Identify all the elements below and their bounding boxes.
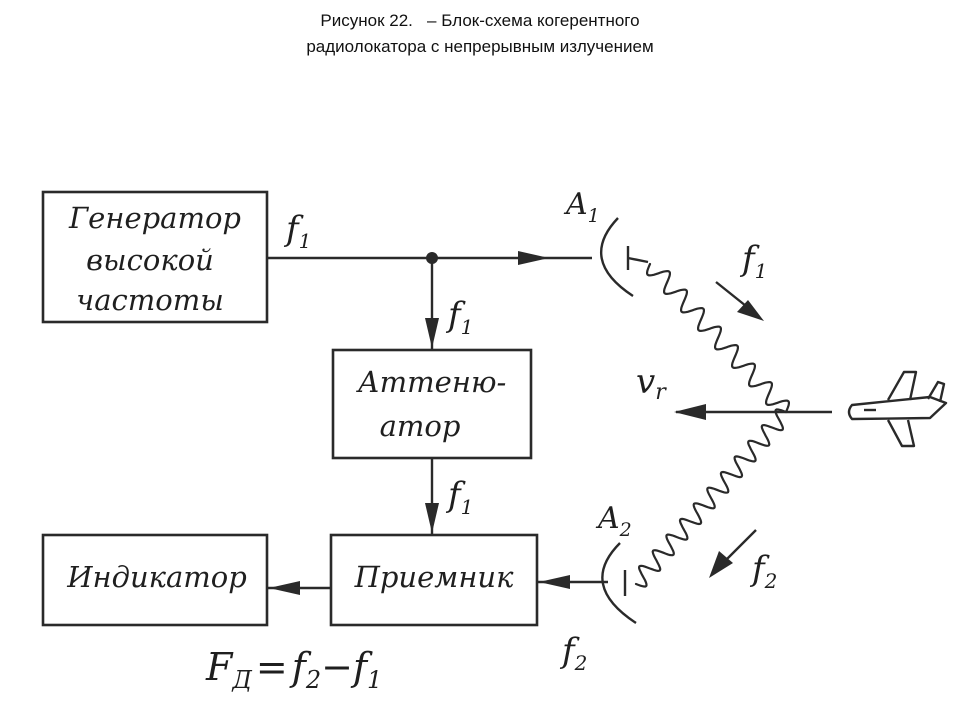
formula-minus: −: [321, 645, 353, 689]
generator-label-line-1: Генератор: [68, 201, 241, 235]
label-f1-generator-output: f1: [283, 209, 311, 253]
indicator-label: Индикатор: [66, 560, 247, 594]
arrow-to-attenuator: [425, 318, 439, 348]
wire-attenuator-to-receiver: [425, 458, 439, 535]
attenuator-label-line-2: атор: [380, 409, 461, 443]
attenuator-block: Аттеню- атор: [331, 348, 533, 460]
formula-F-sub: Д: [231, 666, 252, 694]
radial-velocity-arrow: [674, 404, 832, 420]
receiver-label: Приемник: [354, 560, 515, 594]
wire-junction-to-attenuator: [425, 258, 439, 350]
attenuator-label-line-1: Аттеню-: [356, 365, 507, 399]
formula-f1-sub: 1: [367, 666, 382, 694]
reflected-wave: [634, 408, 788, 588]
airplane-icon: [847, 370, 948, 448]
dish-antenna-icon: [600, 217, 649, 298]
label-antenna-a2: A2: [595, 501, 632, 541]
dish-antenna-icon: [601, 542, 637, 625]
formula-F: F: [205, 645, 234, 689]
doppler-formula: FД=f2−f1: [205, 645, 382, 694]
wire-antenna-to-receiver: [537, 575, 608, 589]
arrow-to-antenna: [518, 251, 549, 265]
receiver-box: [329, 533, 539, 627]
label-f1-to-attenuator: f1: [445, 295, 473, 339]
arrow-to-receiver: [425, 503, 439, 533]
caption-line-1: Рисунок 22. – Блок-схема когерентного: [320, 11, 640, 30]
label-f1-transmitted-wave: f1: [739, 239, 767, 283]
transmitted-wave: [646, 262, 790, 414]
generator-block: Генератор высокой частоты: [41, 190, 269, 324]
wave-f1-direction-arrow: [715, 281, 764, 321]
figure-caption: Рисунок 22. – Блок-схема когерентного ра…: [0, 8, 960, 60]
label-f1-to-receiver: f1: [445, 475, 473, 519]
label-f2-reflected-wave: f2: [749, 549, 777, 593]
arrow-antenna-to-receiver: [539, 575, 570, 589]
generator-label-line-3: частоты: [76, 283, 224, 317]
indicator-box: [41, 533, 269, 627]
arrow-to-indicator: [269, 581, 300, 595]
caption-line-2: радиолокатора с непрерывным излучением: [306, 37, 654, 56]
receiver-block: Приемник: [329, 533, 539, 627]
wire-receiver-to-indicator: [267, 581, 331, 595]
formula-f2-sub: 2: [305, 666, 321, 694]
indicator-block: Индикатор: [41, 533, 269, 627]
formula-eq: =: [256, 645, 288, 689]
wave-f2-direction-arrow: [709, 529, 757, 578]
generator-label-line-2: высокой: [86, 243, 214, 277]
label-radial-velocity: vr: [636, 362, 667, 405]
wire-generator-to-antenna: [267, 251, 592, 265]
label-f2-receiver-input: f2: [559, 631, 587, 675]
label-antenna-a1: A1: [563, 187, 600, 227]
